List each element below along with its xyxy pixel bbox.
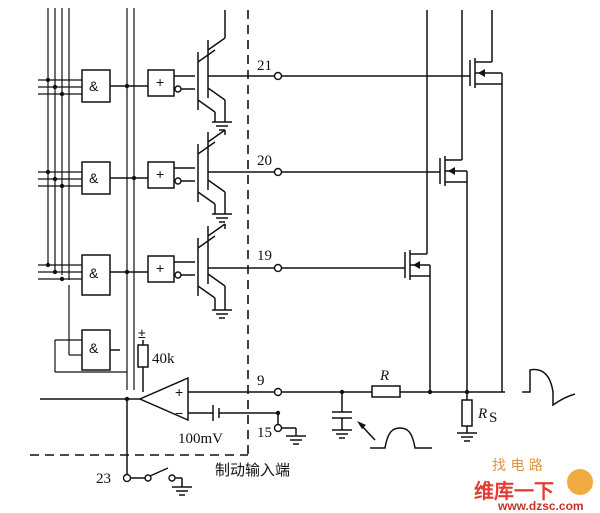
- and-gate: [81, 329, 111, 371]
- comparator: + − 100mV: [40, 376, 278, 447]
- terminal-19-label: 19: [257, 248, 272, 264]
- switch-blade: [149, 467, 169, 477]
- brake-input-label: 制动输入端: [215, 461, 290, 479]
- resistor-40k: [137, 344, 149, 368]
- and-gate-symbol: &: [89, 78, 99, 94]
- terminal-9-label: 9: [257, 373, 265, 389]
- watermark-cn: 维库一下: [474, 479, 554, 503]
- watermark-logo: 找 电 路 维库一下 www.dzsc.com: [474, 458, 593, 513]
- terminal-15: [273, 423, 283, 433]
- and-gate-symbol: &: [89, 170, 99, 186]
- terminal-9: [273, 387, 283, 397]
- buffer-block: [147, 69, 175, 97]
- sense-terminals: 9 15: [257, 373, 372, 445]
- resistor-rs-subscript: S: [489, 410, 497, 426]
- terminal-20: [273, 167, 283, 177]
- buffer-symbol: +: [156, 166, 164, 182]
- terminal-19: [273, 263, 283, 273]
- opamp-plus: +: [175, 384, 183, 400]
- buffer-symbol: +: [156, 260, 164, 276]
- terminal-23-label: 23: [96, 471, 111, 487]
- opamp-minus: −: [175, 405, 183, 421]
- resistor-r: R: [371, 368, 505, 398]
- input-bus: [47, 8, 135, 390]
- terminal-21: [273, 71, 283, 81]
- pulse-waveform: [370, 427, 432, 449]
- resistor-r-label: R: [379, 368, 389, 384]
- output-waveform: [522, 368, 576, 407]
- terminal-23: [122, 473, 132, 483]
- buffer-symbol: +: [156, 74, 164, 90]
- terminal-20-label: 20: [257, 153, 272, 169]
- watermark-url: www.dzsc.com: [497, 499, 584, 513]
- mosfet-array: [404, 10, 503, 392]
- and-gate: [81, 254, 111, 296]
- watermark-badge: [567, 469, 593, 495]
- channel-21: & + 21: [38, 10, 470, 131]
- channel-19: & + 19: [38, 223, 405, 319]
- resistor-40k-label: 40k: [152, 351, 175, 367]
- watermark-top: 找 电 路: [492, 458, 543, 474]
- terminal-15-label: 15: [257, 425, 272, 441]
- terminal-21-label: 21: [257, 58, 272, 74]
- buffer-block: [147, 255, 175, 283]
- resistor-rs-label: R: [477, 406, 487, 422]
- opamp-triangle: [138, 376, 189, 422]
- filter-capacitor: [332, 392, 432, 449]
- buffer-block: [147, 161, 175, 189]
- channel-20: & + 20: [38, 129, 440, 223]
- and-gate: [81, 161, 111, 195]
- protection-logic: & ± 40k: [54, 285, 175, 392]
- cap-plus-mark: ±: [138, 325, 146, 341]
- voltage-ref-label: 100mV: [178, 431, 223, 447]
- brake-input: 23 制动输入端: [96, 399, 290, 496]
- and-gate-symbol: &: [89, 340, 99, 356]
- resistor-rs: R S: [457, 392, 497, 442]
- and-gate-symbol: &: [89, 265, 99, 281]
